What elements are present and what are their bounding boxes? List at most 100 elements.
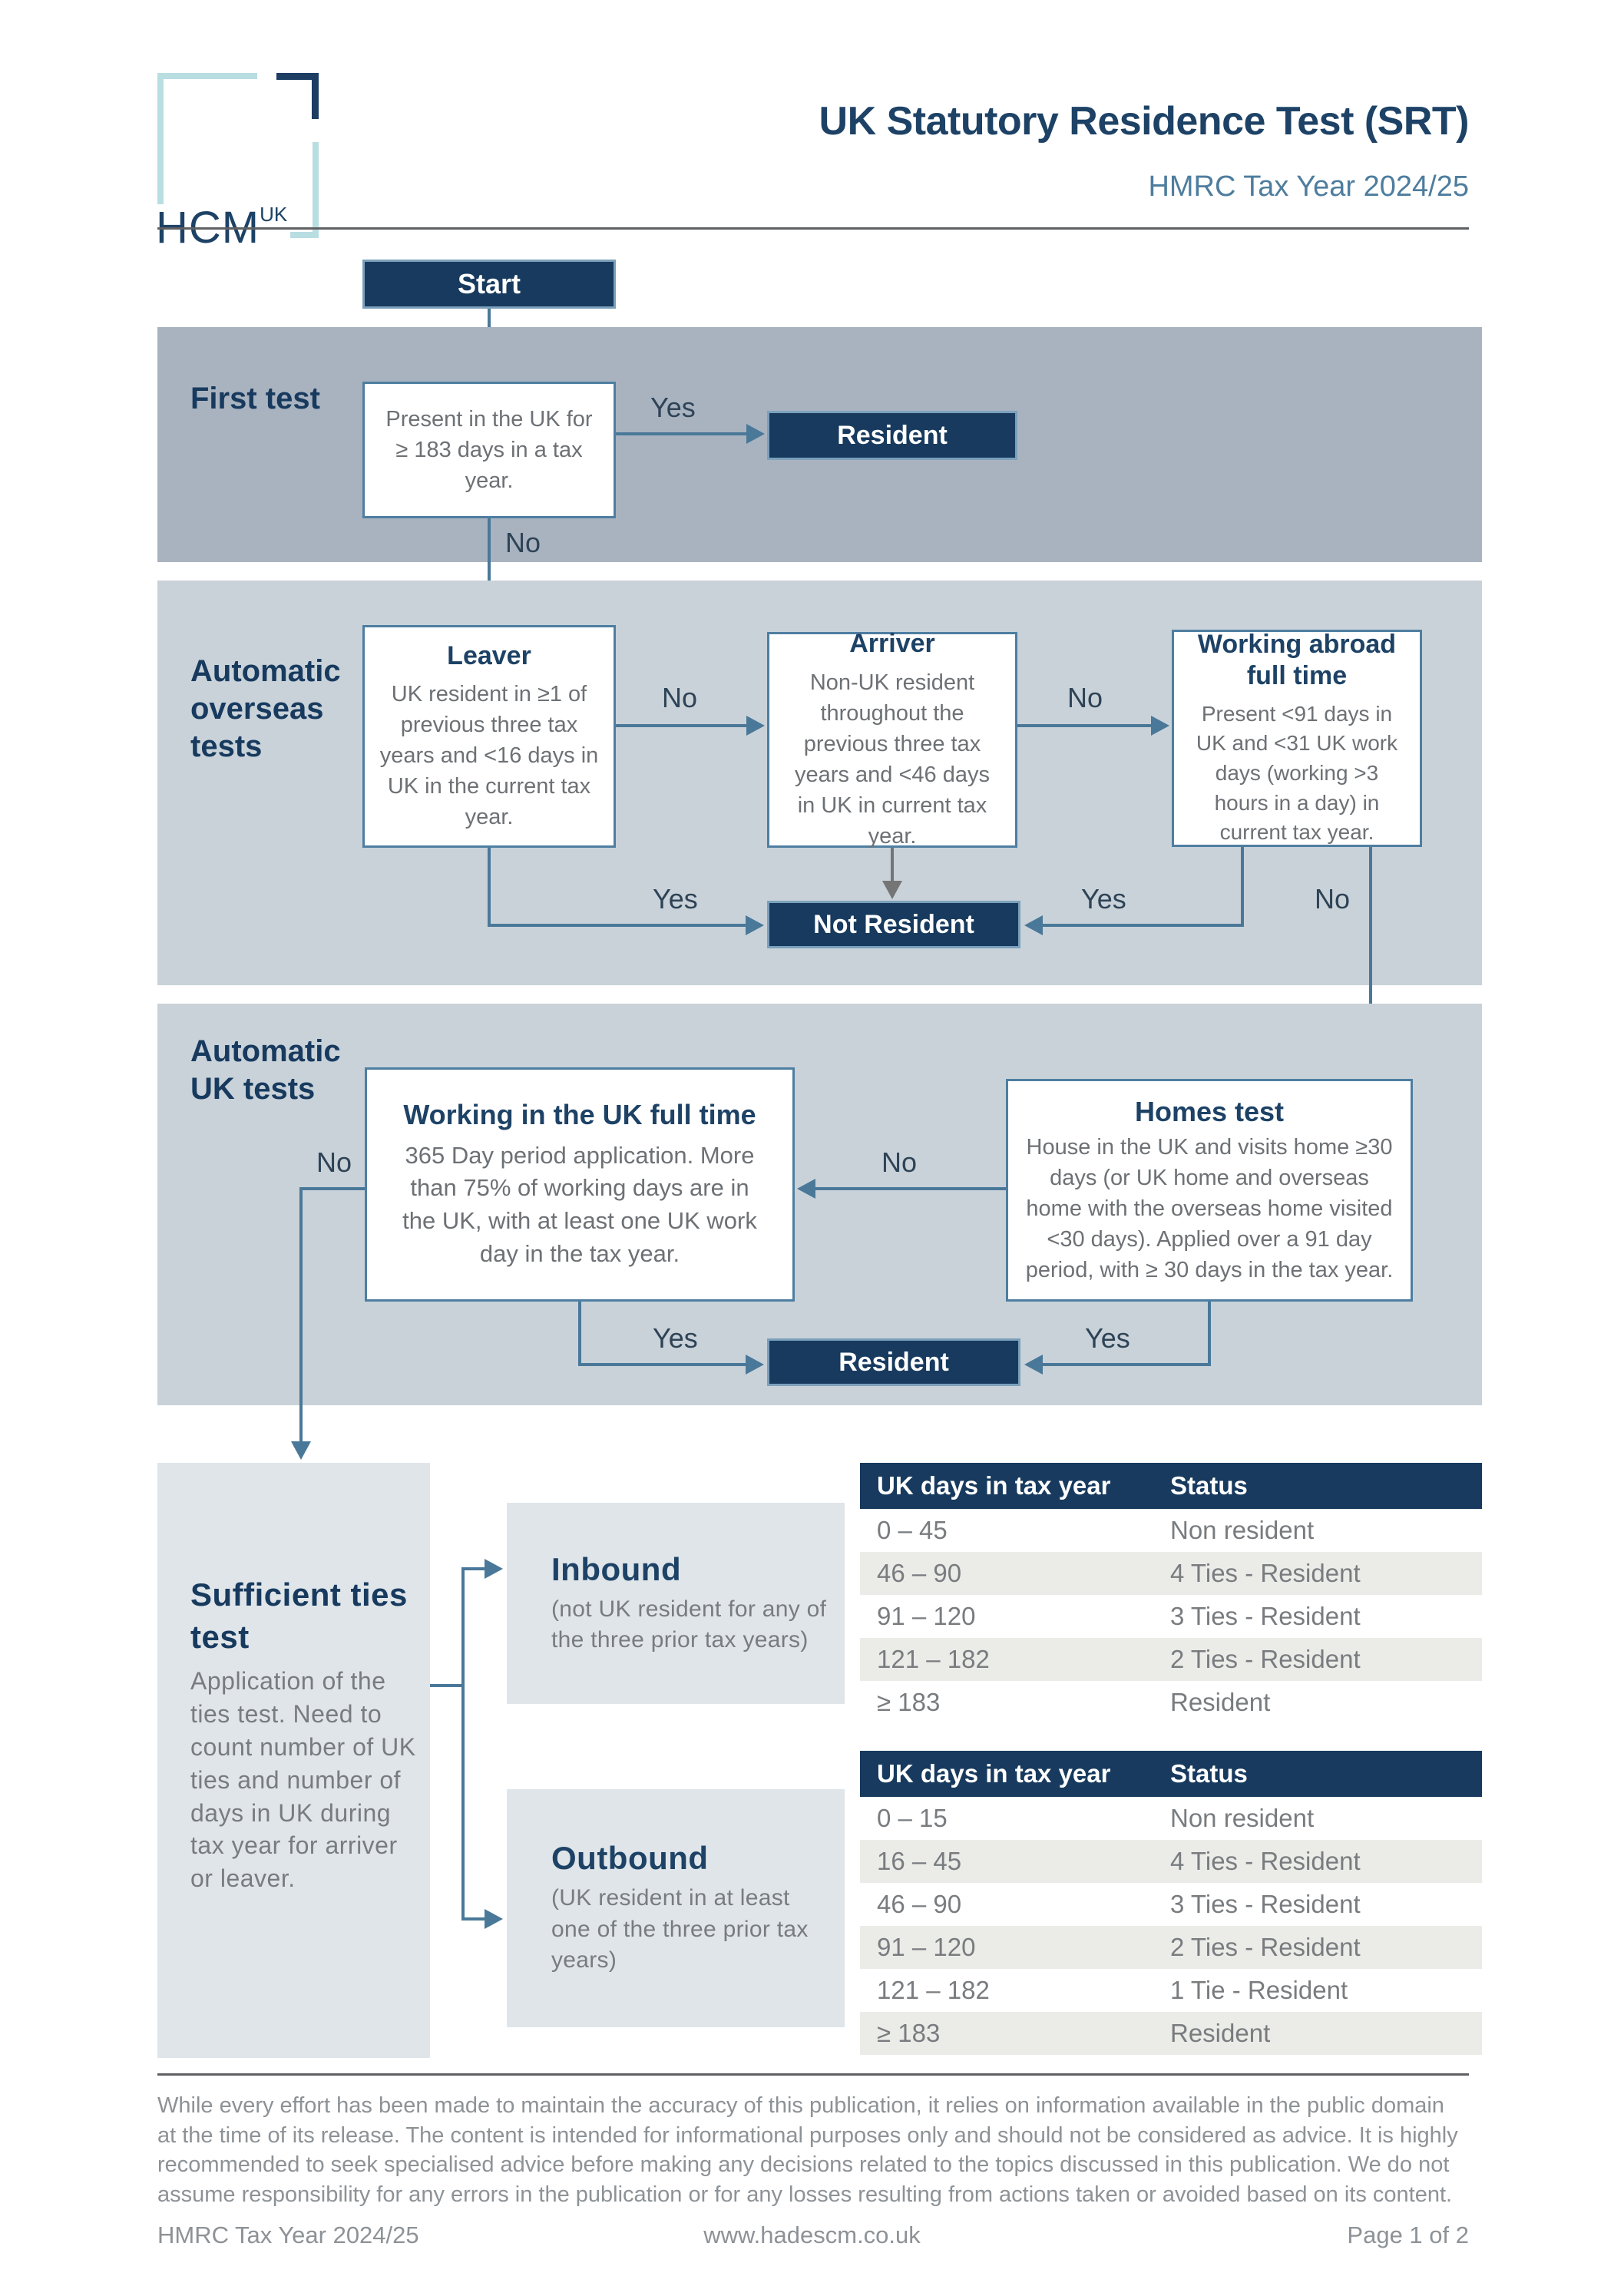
connector-no-workinguk-left — [299, 1187, 365, 1190]
inbound-table: UK days in tax year Status 0 – 45 Non res… — [860, 1463, 1482, 1724]
table-row: 0 – 45 Non resident — [860, 1509, 1482, 1552]
section-label-overseas: Automatic overseas tests — [190, 654, 341, 763]
connector-no-arriver-abroad — [1017, 724, 1153, 727]
section-label-ties: Sufficient ties test — [190, 1576, 408, 1655]
edge-label-no-5: No — [881, 1146, 918, 1178]
outbound-table-body: 0 – 15 Non resident 16 – 45 4 Ties - Reside… — [860, 1797, 1482, 2055]
arrowhead-no-leaver-arriver — [746, 716, 765, 736]
node-arriver-text: Non-UK resident throughout the previous … — [795, 670, 990, 849]
arrowhead-yes-notresident-left — [746, 915, 764, 935]
node-183-days: Present in the UK for ≥ 183 days in a ta… — [362, 382, 616, 518]
cell-status: 4 Ties - Resident — [1170, 1559, 1361, 1587]
cell-days: 121 – 182 — [877, 1645, 990, 1673]
hcm-logo: HCMUK — [156, 73, 319, 250]
edge-label-no-1: No — [505, 527, 541, 558]
arrowhead-outbound — [485, 1909, 503, 1929]
column-header-status: Status — [1170, 1759, 1248, 1788]
section-label-uk-tests: Automatic UK tests — [190, 1034, 341, 1106]
cell-status: 2 Ties - Resident — [1170, 1645, 1361, 1673]
connector-yes-homes-down — [1208, 1302, 1211, 1366]
cell-days: 16 – 45 — [877, 1847, 962, 1875]
inbound-box: Inbound (not UK resident for any of the … — [507, 1503, 845, 1704]
node-working-abroad-text: Present <91 days in UK and <31 UK work d… — [1196, 701, 1398, 845]
logo-frame-top-teal — [157, 73, 258, 79]
cell-status: 1 Tie - Resident — [1170, 1976, 1348, 2004]
inbound-table-header: UK days in tax year Status — [860, 1463, 1482, 1509]
cell-status: 2 Ties - Resident — [1170, 1933, 1361, 1961]
connector-ties-branch — [461, 1567, 465, 1921]
node-working-uk: Working in the UK full time 365 Day peri… — [365, 1067, 795, 1302]
cell-days: 46 – 90 — [877, 1559, 962, 1587]
ties-panel — [157, 1463, 430, 2058]
arrowhead-yes-resident1 — [746, 424, 765, 444]
outbound-table-header: UK days in tax year Status — [860, 1751, 1482, 1797]
start-node: Start — [362, 260, 616, 309]
inbound-text: (not UK resident for any of the three pr… — [551, 1596, 827, 1653]
disclaimer-text: While every effort has been made to main… — [157, 2093, 1458, 2207]
connector-yes-abroad-left — [1043, 924, 1244, 927]
connector-yes-abroad-down — [1241, 847, 1244, 927]
arrowhead-yes-resident2-right — [1024, 1355, 1043, 1375]
logo-frame-bottom-teal — [283, 232, 319, 238]
cell-status: Non resident — [1170, 1516, 1315, 1544]
connector-no-leaver-arriver — [616, 724, 748, 727]
logo-frame-top-navy — [276, 73, 319, 80]
resident-node-2: Resident — [767, 1338, 1020, 1386]
arrowhead-no-homes-workinguk — [797, 1179, 815, 1199]
logo-frame-right-navy — [312, 73, 319, 120]
node-arriver-title: Arriver — [849, 629, 935, 659]
edge-label-no-2: No — [662, 682, 698, 713]
edge-label-yes-5: Yes — [1085, 1322, 1130, 1354]
edge-label-yes-1: Yes — [650, 392, 696, 423]
node-183-days-text: Present in the UK for ≥ 183 days in a ta… — [385, 406, 593, 493]
logo-superscript: UK — [260, 203, 288, 226]
not-resident-node: Not Resident — [767, 901, 1020, 948]
outbound-table: UK days in tax year Status 0 – 15 Non res… — [860, 1751, 1482, 2055]
inbound-table-body: 0 – 45 Non resident 46 – 90 4 Ties - Reside… — [860, 1509, 1482, 1724]
connector-yes-leaver-right — [488, 924, 747, 927]
cell-days: 91 – 120 — [877, 1602, 976, 1630]
cell-days: 0 – 45 — [877, 1516, 948, 1544]
table-row: 16 – 45 4 Ties - Resident — [860, 1840, 1482, 1883]
footer-rule — [157, 2073, 1469, 2076]
cell-status: Non resident — [1170, 1804, 1315, 1832]
cell-days: 91 – 120 — [877, 1933, 976, 1961]
table-row: 91 – 120 2 Ties - Resident — [860, 1926, 1482, 1969]
logo-frame-right-teal — [313, 142, 319, 238]
edge-label-yes-2: Yes — [653, 883, 698, 915]
cell-status: 3 Ties - Resident — [1170, 1890, 1361, 1918]
node-leaver-text: UK resident in ≥1 of previous three tax … — [379, 682, 599, 830]
edge-label-no-3: No — [1067, 682, 1103, 713]
connector-ties-outbound-arm — [461, 1917, 486, 1921]
arrowhead-yes-resident2-left — [746, 1355, 764, 1375]
cell-status: Resident — [1170, 1688, 1271, 1716]
cell-days: 46 – 90 — [877, 1890, 962, 1918]
table-row: 46 – 90 3 Ties - Resident — [860, 1883, 1482, 1926]
arrowhead-arriver-down-gray — [882, 881, 902, 899]
footer-right: Page 1 of 2 — [1347, 2222, 1469, 2248]
connector-no-to-leaver — [488, 518, 491, 607]
table-row: 0 – 15 Non resident — [860, 1797, 1482, 1840]
outbound-text: (UK resident in at least one of the thre… — [551, 1885, 809, 1973]
outbound-box: Outbound (UK resident in at least one of… — [507, 1789, 845, 2027]
cell-status: 4 Ties - Resident — [1170, 1847, 1361, 1875]
page-subtitle: HMRC Tax Year 2024/25 — [1148, 170, 1469, 203]
arrowhead-no-arriver-abroad — [1151, 716, 1169, 736]
column-header-days: UK days in tax year — [877, 1471, 1111, 1500]
footer-left: HMRC Tax Year 2024/25 — [157, 2222, 419, 2248]
cell-days: 0 – 15 — [877, 1804, 948, 1832]
connector-ties-stem — [430, 1684, 465, 1687]
edge-label-yes-3: Yes — [1081, 883, 1126, 915]
column-header-status: Status — [1170, 1471, 1248, 1500]
logo-frame-left-teal — [157, 73, 164, 238]
page-title: UK Statutory Residence Test (SRT) — [819, 99, 1470, 144]
node-homes-test-text: House in the UK and visits home ≥30 days… — [1025, 1134, 1394, 1282]
connector-yes-homes-left — [1043, 1363, 1211, 1366]
header-rule — [157, 227, 1469, 230]
edge-label-yes-4: Yes — [653, 1322, 698, 1354]
